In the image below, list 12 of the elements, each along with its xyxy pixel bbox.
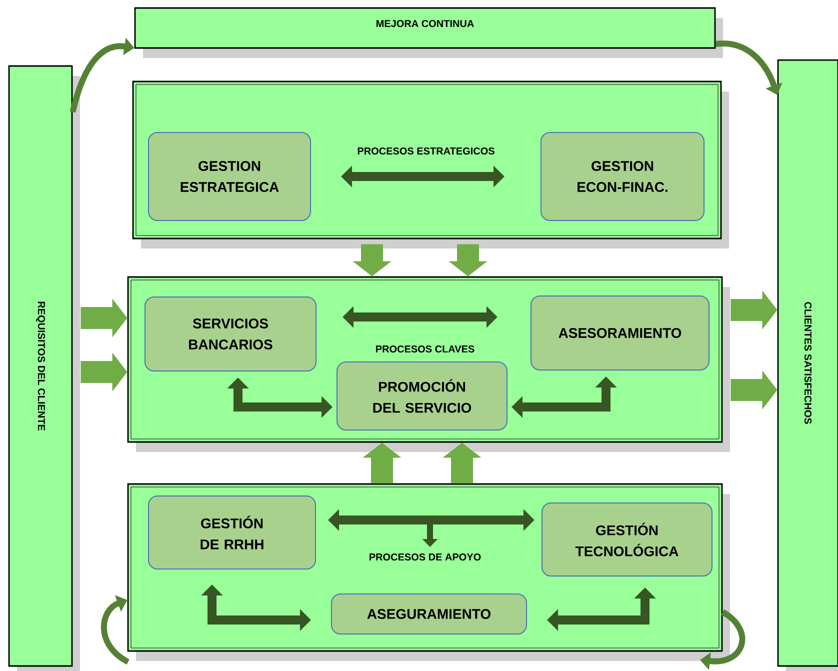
column-box: REQUISITOS DEL CLIENTE xyxy=(8,65,80,671)
curved-arrow xyxy=(100,595,130,665)
band-box: MEJORA CONTINUA xyxy=(134,7,723,58)
process-box: ASESORAMIENTO xyxy=(530,296,710,370)
process-box: SERVICIOS BANCARIOS xyxy=(144,296,316,372)
process-box: GESTION ECON-FINAC. xyxy=(540,132,704,221)
process-box: GESTION ESTRATEGICA xyxy=(148,132,311,221)
process-box: GESTIÓN TECNOLÓGICA xyxy=(542,502,712,576)
column-box: CLIENTES SATISFECHOS xyxy=(777,59,838,671)
process-box: GESTIÓN DE RRHH xyxy=(148,496,316,570)
process-box: ASEGURAMIENTO xyxy=(331,594,527,634)
process-box: PROMOCIÓN DEL SERVICIO xyxy=(336,362,508,430)
